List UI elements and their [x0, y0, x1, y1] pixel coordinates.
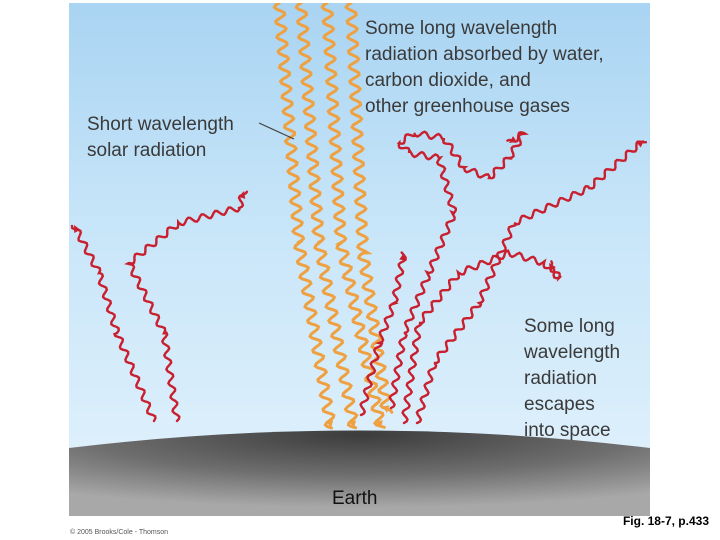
solar-ray-arrow-1: [326, 420, 334, 428]
longwave-ray-arrow-2: [238, 191, 246, 199]
longwave-ray-6: [415, 140, 648, 425]
longwave-radiation-rays: [70, 130, 648, 425]
longwave-ray-arrow-1: [74, 225, 81, 233]
earth-label: Earth: [332, 488, 378, 509]
earth-surface: [69, 430, 650, 516]
solar-ray-4: [344, 3, 394, 414]
longwave-ray-4: [388, 130, 529, 410]
figure-reference: Fig. 18-7, p.433: [622, 514, 709, 528]
solar-ray-arrow-3: [376, 420, 383, 428]
escaping-radiation-label: Some long wavelength radiation escapes i…: [524, 316, 621, 441]
solar-ray-arrow-2: [349, 420, 357, 428]
longwave-ray-1: [70, 224, 157, 423]
longwave-ray-3: [359, 251, 407, 417]
solar-radiation-rays: [272, 3, 394, 430]
absorbed-radiation-label: Some long wavelength radiation absorbed …: [365, 18, 604, 117]
longwave-ray-2: [124, 190, 249, 423]
solar-ray-arrow-4: [382, 405, 390, 413]
longwave-ray-arrow-3: [399, 253, 406, 261]
longwave-ray-arrow-6: [636, 140, 644, 148]
greenhouse-diagram: Some long wavelength radiation absorbed …: [69, 3, 650, 516]
solar-ray-3: [320, 3, 386, 429]
solar-ray-2: [294, 3, 359, 430]
copyright-notice: © 2005 Brooks/Cole - Thomson: [70, 529, 169, 536]
solar-ray-1: [272, 3, 336, 430]
longwave-ray-5: [401, 249, 563, 425]
longwave-ray-arrow-5: [549, 263, 556, 271]
short-wavelength-leader-line: [258, 122, 295, 140]
diagram-canvas: [69, 3, 650, 516]
longwave-ray-arrow-4: [509, 136, 517, 143]
short-wavelength-label: Short wavelength solar radiation: [87, 114, 234, 161]
